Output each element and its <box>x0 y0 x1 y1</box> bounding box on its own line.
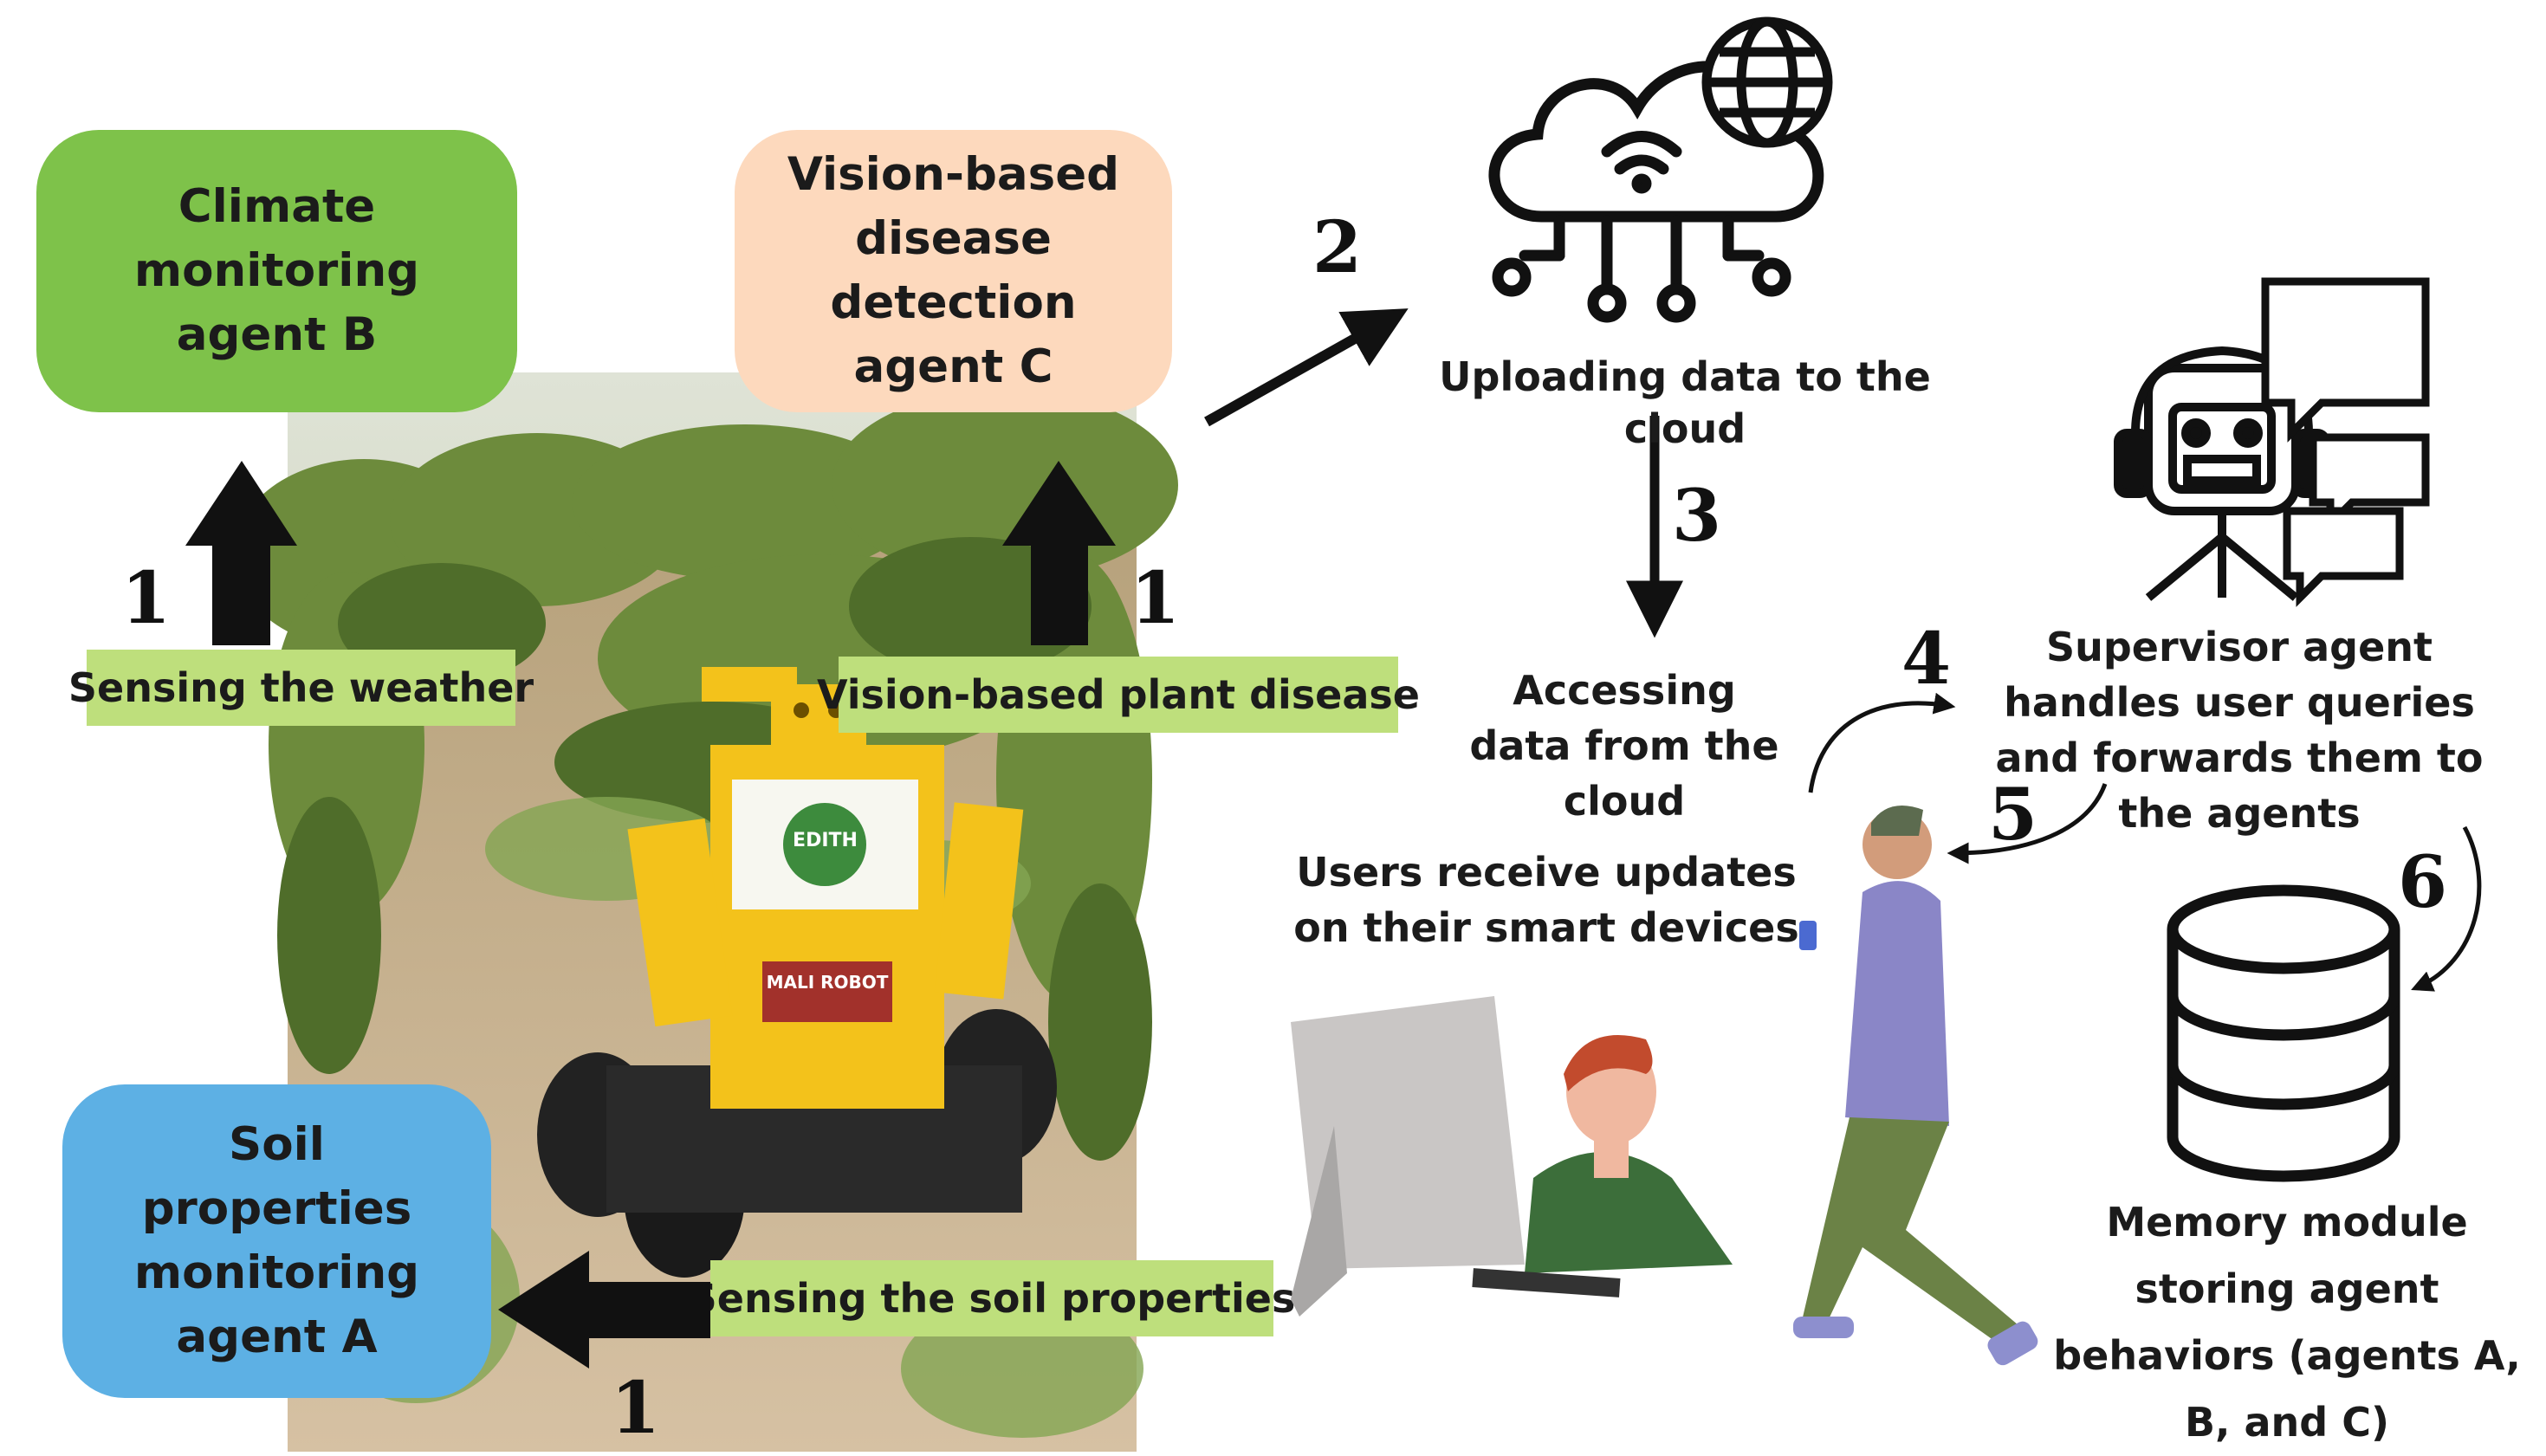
memory-label: Memory module storing agent behaviors (a… <box>2053 1199 2521 1446</box>
sensing-plant-tag: Vision-based plant disease <box>817 657 1420 733</box>
forward-curve-arrow <box>1947 783 2108 864</box>
supervisor-label: Supervisor agent handles user queries an… <box>1995 624 2484 837</box>
users-label: Users receive updates on their smart dev… <box>1293 849 1799 951</box>
step-1-weather: 1 <box>121 557 172 640</box>
vision-agent-box: Vision-based disease detection agent C <box>735 130 1172 412</box>
robot-plate: MALI ROBOT <box>766 972 889 993</box>
robot-chassis <box>537 667 1057 1278</box>
database-icon <box>2167 884 2400 1182</box>
plant-up-arrow <box>1002 461 1116 645</box>
sensing-weather-label: Sensing the weather <box>68 664 534 711</box>
step-6-memory: 6 <box>2398 841 2448 924</box>
sensing-plant-label: Vision-based plant disease <box>816 671 1421 718</box>
cloud-icon <box>1488 61 1824 323</box>
sensing-soil-tag: Sensing the soil properties <box>689 1260 1295 1336</box>
query-curve-arrow <box>1808 692 1956 793</box>
vision-agent-label: Vision-based disease detection agent C <box>787 148 1120 393</box>
sensing-weather-tag: Sensing the weather <box>68 650 534 726</box>
upload-label: Uploading data to the cloud <box>1439 353 1931 452</box>
upload-arrow <box>1204 308 1409 427</box>
step-1-soil: 1 <box>611 1367 661 1450</box>
step-3-access: 3 <box>1672 475 1722 558</box>
step-5-forward: 5 <box>1988 773 2038 857</box>
chat-bubbles-icon <box>2261 277 2430 607</box>
supervisor-robot-icon <box>2114 346 2330 601</box>
soil-agent-box: Soil properties monitoring agent A <box>62 1084 491 1398</box>
sensing-soil-label: Sensing the soil properties <box>688 1275 1296 1322</box>
robot-badge: EDITH <box>793 830 858 851</box>
walking-user-illustration <box>1793 806 2038 1366</box>
access-label: Accessing data from the cloud <box>1469 667 1779 825</box>
soil-left-arrow <box>498 1251 710 1369</box>
memory-curve-arrow <box>2411 825 2482 992</box>
step-2-upload: 2 <box>1312 206 1363 289</box>
weather-up-arrow <box>185 461 297 645</box>
step-1-vision: 1 <box>1130 557 1181 640</box>
step-4-query: 4 <box>1901 618 1952 701</box>
soil-agent-label: Soil properties monitoring agent A <box>133 1118 420 1363</box>
climate-agent-label: Climate monitoring agent B <box>133 180 420 361</box>
climate-agent-box: Climate monitoring agent B <box>36 130 517 412</box>
globe-icon <box>1701 16 1833 148</box>
desk-user-illustration <box>1291 996 1733 1317</box>
